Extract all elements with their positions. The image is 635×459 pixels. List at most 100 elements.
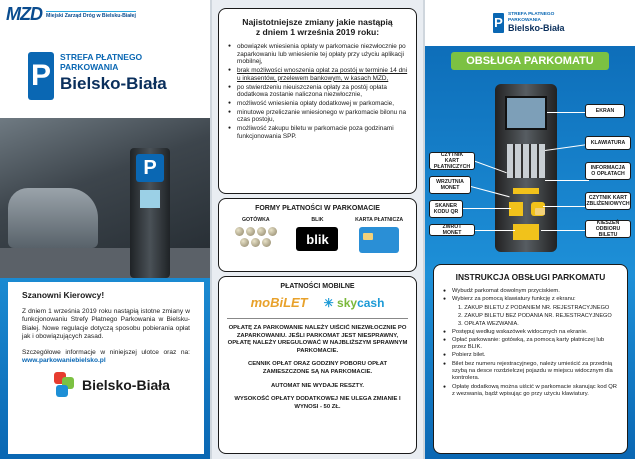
- note-additional-fee: WYSOKOŚĆ OPŁATY DODATKOWEJ NIE ULEGA ZMI…: [234, 396, 401, 410]
- left-header: MZD Miejski Zarząd Dróg w Bielsku-Białej…: [0, 0, 210, 140]
- meter-screen-shape: [505, 96, 547, 130]
- parking-p-icon: P: [493, 12, 504, 33]
- list-item: Opłatę dodatkową można uiścić w parkomac…: [442, 384, 619, 399]
- instructions-title: INSTRUKCJA OBSŁUGI PARKOMATU: [455, 272, 606, 282]
- skycash-logo-a: sky: [337, 295, 358, 310]
- right-header: P STREFA PŁATNEGO PARKOWANIA Bielsko-Bia…: [425, 0, 635, 46]
- divider: [227, 318, 408, 319]
- road-shape: [0, 248, 210, 278]
- list-item: 1. ZAKUP BILETU Z PODANIEM NR. REJESTRAC…: [458, 304, 610, 311]
- spp-city: Bielsko-Biała: [60, 74, 167, 93]
- callout-line: [547, 112, 587, 113]
- spp-line1: STREFA PŁATNEGO: [60, 52, 143, 62]
- instructions-list: Wybudź parkomat dowolnym przyciskiem. Wy…: [442, 288, 619, 398]
- spp-line2: PARKOWANIA: [60, 62, 119, 72]
- meter-operation-banner: OBSŁUGA PARKOMATU: [451, 52, 609, 70]
- city-logo-icon: [54, 372, 76, 398]
- parking-meter-photo: P: [0, 118, 210, 278]
- payment-blik-label: BLIK: [311, 217, 324, 223]
- mzd-logo-mark: MZD: [6, 4, 43, 24]
- website-link[interactable]: www.parkowaniebielsko.pl: [22, 357, 106, 365]
- right-panel: P STREFA PŁATNEGO PARKOWANIA Bielsko-Bia…: [425, 0, 635, 459]
- bielsko-biala-logo: Bielsko-Biała: [54, 372, 190, 398]
- label-fee-info: INFORMACJA O OPŁATACH: [585, 162, 631, 180]
- callout-line: [543, 206, 589, 207]
- mzd-logo: MZD Miejski Zarząd Dróg w Bielsku-Białej: [6, 4, 136, 25]
- meter-p-icon: P: [136, 154, 164, 182]
- spp-small-line2: PARKOWANIA: [508, 17, 541, 23]
- note-pay-immediately: OPŁATĘ ZA PARKOWANIE NALEŻY UIŚCIĆ NIEZW…: [227, 325, 408, 354]
- label-coin-return: ZWROT MONET: [429, 224, 475, 236]
- mobile-payments-box: PŁATNOŚCI MOBILNE moBiLET ✳ skycash OPŁA…: [218, 276, 417, 454]
- mobilet-logo: moBiLET: [251, 295, 308, 310]
- list-item: Bilet bez numeru rejestracyjnego, należy…: [442, 361, 619, 383]
- label-contactless-reader: CZYTNIK KART ZBLIŻENIOWYCH: [585, 192, 631, 210]
- meter-qr-shape: [509, 202, 523, 216]
- spp-logo: P STREFA PŁATNEGO PARKOWANIA Bielsko-Bia…: [28, 52, 167, 100]
- list-item: Postępuj według wskazówek widocznych na …: [442, 329, 619, 337]
- fold-divider: [423, 0, 425, 459]
- changes-title: Najistotniejsze zmiany jakie nastąpią z …: [227, 17, 408, 37]
- credit-card-icon: [359, 227, 400, 253]
- label-screen: EKRAN: [585, 104, 625, 118]
- mobilet-logo-a: moBiL: [250, 295, 292, 310]
- payment-forms-box: FORMY PŁATNOŚCI W PARKOMACIE GOTÓWKA BLI…: [218, 198, 417, 272]
- middle-panel: Najistotniejsze zmiany jakie nastąpią z …: [212, 0, 423, 459]
- parking-meter-diagram: [495, 84, 557, 252]
- payment-forms-title: FORMY PŁATNOŚCI W PARKOMACIE: [255, 205, 380, 212]
- callout-line: [475, 230, 515, 231]
- label-keyboard: KLAWIATURA: [585, 136, 631, 150]
- list-item: minutowe przeliczanie wniesionego w park…: [227, 109, 408, 124]
- changes-list: obowiązek wniesienia opłaty w parkomacie…: [227, 43, 408, 140]
- list-item: brak możliwości wnoszenia opłat za postó…: [227, 67, 408, 82]
- callout-line: [541, 230, 589, 231]
- list-item: Wybierz za pomocą klawiatury funkcję z e…: [442, 296, 619, 304]
- payment-forms-row: GOTÓWKA BLIK blik KARTA PŁATNICZA: [225, 217, 410, 253]
- blik-logo: blik: [296, 227, 339, 251]
- changes-title-line1: Najistotniejsze zmiany jakie nastąpią: [242, 17, 393, 27]
- list-item: Pobierz bilet.: [442, 352, 619, 360]
- changes-title-line2: z dniem 1 września 2019 roku:: [255, 27, 380, 37]
- city-logo-word: Bielsko-Biała: [82, 377, 170, 394]
- coins-icon: [234, 227, 278, 247]
- spp-small-city: Bielsko-Biała: [508, 23, 565, 33]
- label-coin-slot: WRZUTNIA MONET: [429, 176, 471, 194]
- mobile-apps-row: moBiLET ✳ skycash: [227, 295, 408, 310]
- meter-ticket-pocket-shape: [513, 224, 539, 240]
- list-item: po stwierdzeniu nieuiszczenia opłaty za …: [227, 84, 408, 99]
- list-item: 2. ZAKUP BILETU BEZ PODANIA NR. REJESTRA…: [458, 312, 612, 319]
- meter-keyboard-shape: [507, 144, 545, 178]
- mobilet-logo-b: ET: [291, 295, 308, 310]
- car-shape: [8, 188, 98, 248]
- payment-cash: GOTÓWKA: [228, 217, 284, 253]
- spp-small-line1: STREFA PŁATNEGO: [508, 12, 555, 17]
- payment-card: KARTA PŁATNICZA: [351, 217, 407, 253]
- list-item: 3. OPŁATA WEZWANIA.: [458, 320, 519, 327]
- instructions-box: INSTRUKCJA OBSŁUGI PARKOMATU Wybudź park…: [433, 264, 628, 454]
- letter-info-text: Szczegółowe informacje w niniejszej ulot…: [22, 348, 190, 356]
- payment-cash-label: GOTÓWKA: [241, 217, 270, 223]
- label-ticket-pocket: KIESZEŃ ODBIORU BILETU: [585, 220, 631, 238]
- callout-line: [463, 208, 511, 209]
- meter-coin-slot-shape: [513, 188, 539, 194]
- list-item: obowiązek wniesienia opłaty w parkomacie…: [227, 43, 408, 66]
- spp-logo-small: P STREFA PŁATNEGO PARKOWANIA Bielsko-Bia…: [493, 12, 565, 33]
- callout-line: [545, 180, 589, 181]
- label-card-reader: CZYTNIK KART PŁATNICZYCH: [429, 152, 475, 170]
- letter-title: Szanowni Kierowcy!: [22, 290, 105, 300]
- list-item: Opłać parkowanie: gotówką, za pomocą kar…: [442, 337, 619, 352]
- payment-card-label: KARTA PŁATNICZA: [355, 217, 404, 223]
- label-qr-scanner: SKANER KODU QR: [429, 200, 463, 218]
- payment-blik: BLIK blik: [289, 217, 345, 253]
- letter-paragraph-2: Szczegółowe informacje w niniejszej ulot…: [22, 349, 190, 366]
- left-panel: MZD Miejski Zarząd Dróg w Bielsku-Białej…: [0, 0, 210, 459]
- note-price-list: CENNIK OPŁAT ORAZ GODZINY POBORU OPŁAT Z…: [247, 361, 388, 375]
- parking-p-icon: P: [28, 52, 54, 100]
- letter-paragraph-1: Z dniem 1 września 2019 roku nastąpią is…: [22, 308, 190, 341]
- list-item: Wybudź parkomat dowolnym przyciskiem.: [442, 288, 619, 296]
- meter-card-reader-shape: [531, 202, 545, 216]
- mzd-logo-text: Miejski Zarząd Dróg w Bielsku-Białej: [46, 10, 136, 19]
- skycash-logo-b: cash: [357, 295, 385, 310]
- skycash-logo: ✳ skycash: [323, 295, 385, 310]
- list-item: możliwość zakupu biletu w parkomacie poz…: [227, 125, 408, 140]
